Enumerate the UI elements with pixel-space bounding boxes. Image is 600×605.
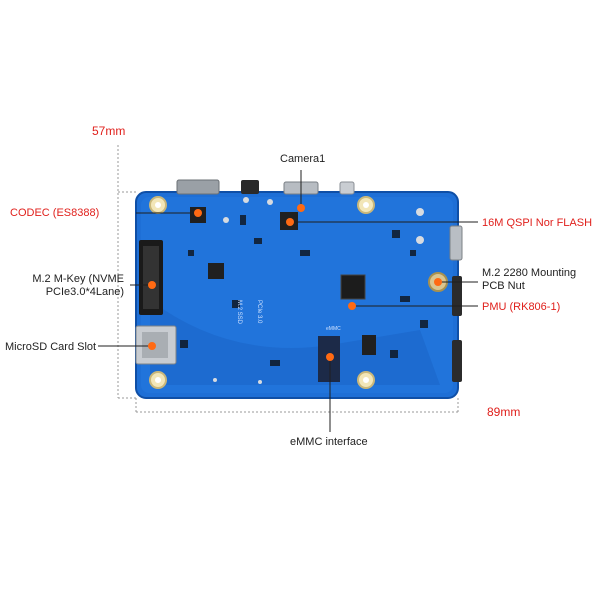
callout-lines [98, 170, 478, 432]
codec-label: CODEC (ES8388) [10, 207, 100, 219]
silk-emmc: eMMC [326, 326, 341, 332]
silk-ssd: M.2 SSD [236, 300, 242, 325]
width-dimension: 57mm [92, 124, 126, 138]
m2-nut-label-line2: PCB Nut [482, 280, 525, 292]
length-dimension: 89mm [487, 405, 521, 419]
m2-key-label-line1: M.2 M-Key (NVME [32, 273, 124, 285]
top-connectors [176, 179, 355, 195]
m2-nut-label: M.2 2280 Mounting PCB Nut [482, 267, 576, 293]
pads [213, 197, 424, 384]
m2-key-label-line2: PCIe3.0*4Lane) [45, 286, 124, 298]
camera-label: Camera1 [280, 153, 326, 165]
qspi-flash-label: 16M QSPI Nor FLASH [482, 217, 593, 229]
callout-dots [148, 204, 442, 361]
mounting-hole-centers [155, 202, 369, 383]
m2-slot [139, 240, 163, 315]
microsd-slot [135, 325, 177, 365]
components [180, 215, 428, 366]
dimension-guides [117, 145, 459, 413]
silk-pcie: PCIe 3.0 [256, 300, 262, 324]
m2-key-label: M.2 M-Key (NVME PCIe3.0*4Lane) [8, 273, 124, 299]
pmu-label: PMU (RK806-1) [482, 301, 561, 313]
emmc-label: eMMC interface [290, 436, 368, 448]
microsd-label: MicroSD Card Slot [5, 341, 97, 353]
m2-nut-label-line1: M.2 2280 Mounting [482, 267, 577, 279]
